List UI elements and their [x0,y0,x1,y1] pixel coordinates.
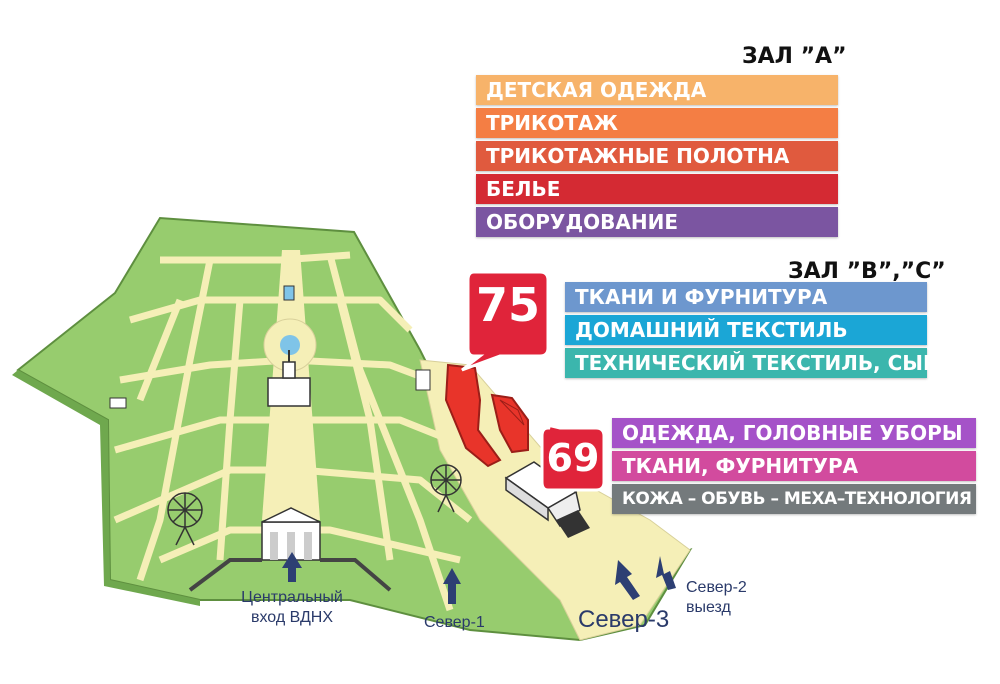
pavilion-75-building [444,363,529,468]
ferris-wheel-icon [430,464,462,513]
north2-label: Север-2 выезд [686,578,747,618]
small-building [415,369,431,391]
north1-label: Север-1 [424,614,485,631]
arrow-central-entrance [282,552,302,582]
category-row: ДОМАШНИЙ ТЕКСТИЛЬ [565,315,927,345]
pin-69-shape [534,420,606,492]
small-building [109,397,127,409]
category-row: ТЕХНИЧЕСКИЙ ТЕКСТИЛЬ, СЫРЬЕ [565,348,967,378]
small-building [283,285,295,301]
pin-75-shape [461,270,550,372]
hall-bc-title: ЗАЛ ”В”,”С” [788,259,946,284]
pavilion-69-label: 69 [546,436,600,480]
arrow-north1 [443,568,461,604]
category-row: ТКАНИ, ФУРНИТУРА [612,451,976,481]
ferris-wheel-icon [167,492,203,546]
central-entrance-line1: Центральный [241,589,343,606]
north2-line1: Север-2 [686,579,747,596]
central-pavilion [267,350,311,407]
category-row: ТРИКОТАЖНЫЕ ПОЛОТНА [476,141,838,171]
north3-label: Север-3 [578,606,670,633]
park-edge [12,370,200,606]
entrance-arch [188,507,392,592]
category-row: ДЕТСКАЯ ОДЕЖДА [476,75,838,105]
central-entrance-label: Центральный вход ВДНХ [226,588,358,628]
category-row: ОБОРУДОВАНИЕ [476,207,838,237]
north2-line2: выезд [686,599,731,616]
fountain [280,335,300,355]
arrow-north3 [615,560,640,600]
category-row: ТКАНИ И ФУРНИТУРА [565,282,927,312]
hall-a-title: ЗАЛ ”А” [742,44,847,69]
category-row: ОДЕЖДА, ГОЛОВНЫЕ УБОРЫ [612,418,976,448]
pavilion-75-label: 75 [475,278,540,332]
arrow-north2 [656,556,676,590]
central-entrance-line2: вход ВДНХ [250,609,334,626]
category-row: КОЖА – ОБУВЬ – МЕХА–ТЕХНОЛОГИЯ [612,484,976,514]
category-row: БЕЛЬЕ [476,174,838,204]
category-row: ТРИКОТАЖ [476,108,838,138]
